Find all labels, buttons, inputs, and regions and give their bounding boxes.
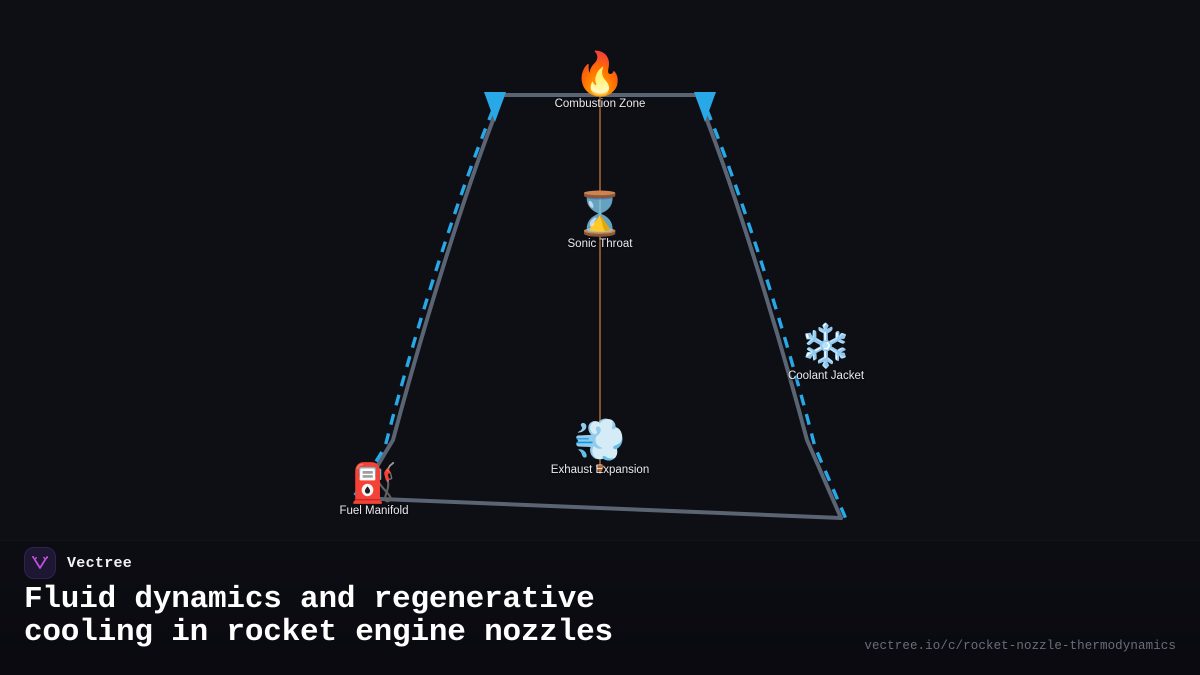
page-title: Fluid dynamics and regenerative cooling … — [24, 583, 784, 649]
coolant-inlet-arrow-right — [694, 92, 716, 122]
vectree-mark-svg — [32, 555, 48, 569]
brand-name: Vectree — [67, 554, 133, 572]
fuel-pump-emoji-icon: ⛽ — [350, 461, 398, 505]
fire-emoji-icon: 🔥 — [573, 49, 627, 98]
page-title-line-2: cooling in rocket engine nozzles — [24, 615, 613, 650]
node-sonic-throat[interactable]: ⌛ Sonic Throat — [568, 193, 633, 251]
node-label-fuel-manifold: Fuel Manifold — [339, 505, 409, 517]
coolant-channel-right — [705, 109, 848, 520]
node-label-sonic-throat: Sonic Throat — [567, 238, 633, 250]
brand-row[interactable]: Vectree — [24, 547, 132, 579]
dashing-away-emoji-icon: 💨 — [573, 415, 627, 464]
node-exhaust-expansion[interactable]: 💨 Exhaust Expansion — [551, 419, 649, 477]
coolant-inlet-arrow-left — [484, 92, 506, 122]
diagram-stage: 🔥 Combustion Zone ⌛ Sonic Throat ❄️ Cool… — [339, 52, 865, 520]
snowflake-emoji-icon: ❄️ — [799, 321, 853, 370]
node-combustion-zone[interactable]: 🔥 Combustion Zone — [555, 53, 646, 111]
node-label-coolant-jacket: Coolant Jacket — [787, 370, 865, 382]
hourglass-emoji-icon: ⌛ — [573, 189, 627, 238]
nozzle-wall-left — [356, 93, 505, 500]
nozzle-wall-right — [695, 93, 843, 520]
node-coolant-jacket[interactable]: ❄️ Coolant Jacket — [788, 325, 864, 383]
vectree-logo-icon — [24, 547, 56, 579]
footer-bar: Vectree Fluid dynamics and regenerative … — [0, 540, 1200, 675]
nozzle-exit-plane — [356, 496, 843, 520]
coolant-channel-left — [350, 109, 495, 501]
page-title-line-1: Fluid dynamics and regenerative — [24, 582, 595, 617]
node-fuel-manifold[interactable]: ⛽ Fuel Manifold — [339, 464, 408, 518]
node-label-combustion-zone: Combustion Zone — [554, 98, 646, 110]
node-label-exhaust-expansion: Exhaust Expansion — [550, 464, 650, 476]
source-url: vectree.io/c/rocket-nozzle-thermodynamic… — [864, 639, 1176, 653]
nozzle-diagram-svg — [350, 92, 848, 520]
